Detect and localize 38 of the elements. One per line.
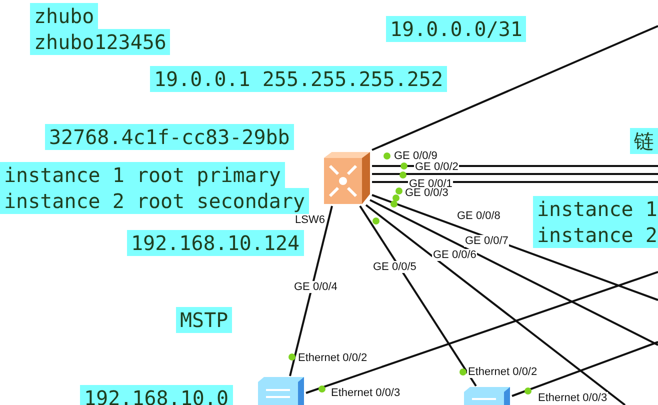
cable-line	[359, 205, 477, 387]
note-label: 32768.4c1f-cc83-29bb	[45, 124, 294, 150]
note-label: instance 1 root primary	[0, 162, 285, 188]
port-label: Ethernet 0/0/2	[467, 366, 538, 378]
note-label: 19.0.0.1 255.255.255.252	[150, 66, 447, 92]
note-label: 链	[630, 128, 658, 154]
port-label: GE 0/0/6	[432, 249, 478, 261]
cable-line	[365, 204, 626, 405]
core-switch-icon	[322, 150, 372, 206]
port-label: Ethernet 0/0/3	[330, 387, 402, 399]
note-label: 192.168.10.0	[80, 385, 232, 405]
cable-line	[306, 271, 658, 394]
note-label: 19.0.0.0/31	[386, 16, 526, 42]
port-label: Ethernet 0/0/3	[537, 392, 608, 404]
port-label: GE 0/0/8	[456, 210, 502, 222]
note-label: 192.168.10.124	[127, 230, 304, 256]
note-label: instance 2 root secondary	[0, 188, 310, 214]
cable-line	[512, 341, 658, 397]
note-label: instance 1	[533, 196, 658, 222]
port-label: GE 0/0/5	[372, 261, 418, 273]
access-switch-icon	[256, 376, 306, 405]
port-label: GE 0/0/9	[393, 150, 438, 162]
cable-line	[370, 199, 658, 346]
note-label: MSTP	[176, 307, 232, 333]
port-label: Ethernet 0/0/2	[297, 352, 368, 364]
port-label: GE 0/0/4	[293, 281, 338, 293]
device-label: LSW6	[295, 214, 325, 226]
port-label: GE 0/0/3	[404, 187, 450, 199]
cable-line	[372, 173, 658, 175]
note-label: instance 2	[533, 222, 658, 248]
note-label: zhubo123456	[30, 29, 170, 55]
port-label: GE 0/0/7	[464, 235, 510, 247]
cable-line	[289, 206, 333, 376]
port-label: GE 0/0/2	[414, 161, 460, 173]
note-label: zhubo	[30, 3, 98, 29]
cable-line	[372, 25, 658, 151]
cable-line	[372, 194, 658, 301]
access-switch-icon	[462, 386, 512, 405]
